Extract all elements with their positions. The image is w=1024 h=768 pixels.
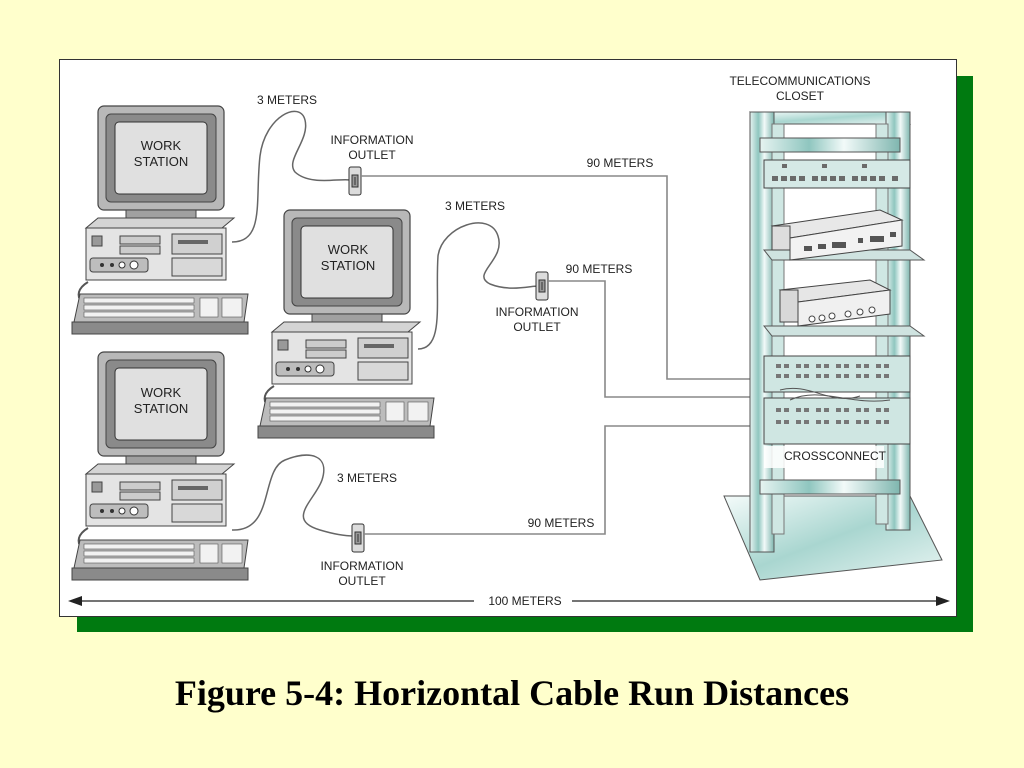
run-length-label-3: 90 METERS [528,516,595,530]
patch-length-label-3: 3 METERS [337,471,397,485]
run-length-label-2: 90 METERS [566,262,633,276]
workstation-1-label-line1: WORK [141,138,182,153]
patch-length-label-2: 3 METERS [445,199,505,213]
figure-caption: Figure 5-4: Horizontal Cable Run Distanc… [174,673,850,713]
outlet-label-3-line2: OUTLET [338,574,386,588]
workstation-2-label-line1: WORK [328,242,369,257]
crossconnect-label: CROSSCONNECT [784,449,887,463]
run-length-label-1: 90 METERS [587,156,654,170]
outlet-label-2-line2: OUTLET [513,320,561,334]
outlet-label-3-line1: INFORMATION [320,559,403,573]
workstation-2-label-line2: STATION [321,258,375,273]
workstation-1: WORK STATION [71,105,249,335]
workstation-2: WORK STATION [257,209,435,439]
workstation-3-label-line1: WORK [141,385,182,400]
total-length-label: 100 METERS [488,594,561,608]
arrow-left-icon [68,596,82,606]
outlet-label-2-line1: INFORMATION [495,305,578,319]
closet-label-line1: TELECOMMUNICATIONS [729,74,870,88]
diagram-panel: WORK STATION WORK STATION WORK STATION 3… [59,59,957,617]
patch-cord-1 [231,110,351,243]
horizontal-run-2 [548,280,772,398]
closet-label-line2: CLOSET [776,89,825,103]
patch-length-label-1: 3 METERS [257,93,317,107]
workstation-3: WORK STATION [71,351,249,581]
outlet-label-1-line2: OUTLET [348,148,396,162]
patch-cord-3 [231,454,355,537]
workstation-1-label-line2: STATION [134,154,188,169]
outlet-label-1-line1: INFORMATION [330,133,413,147]
workstation-3-label-line2: STATION [134,401,188,416]
arrow-right-icon [936,596,950,606]
telecommunications-rack [723,111,943,581]
information-outlet-3 [351,523,365,553]
total-length-dimension [68,596,950,606]
information-outlet-1 [348,166,362,196]
information-outlet-2 [535,271,549,301]
cable-diagram: WORK STATION WORK STATION WORK STATION 3… [68,74,950,608]
patch-cord-2 [417,222,539,350]
horizontal-run-3 [364,425,772,535]
horizontal-run-1 [361,175,772,380]
